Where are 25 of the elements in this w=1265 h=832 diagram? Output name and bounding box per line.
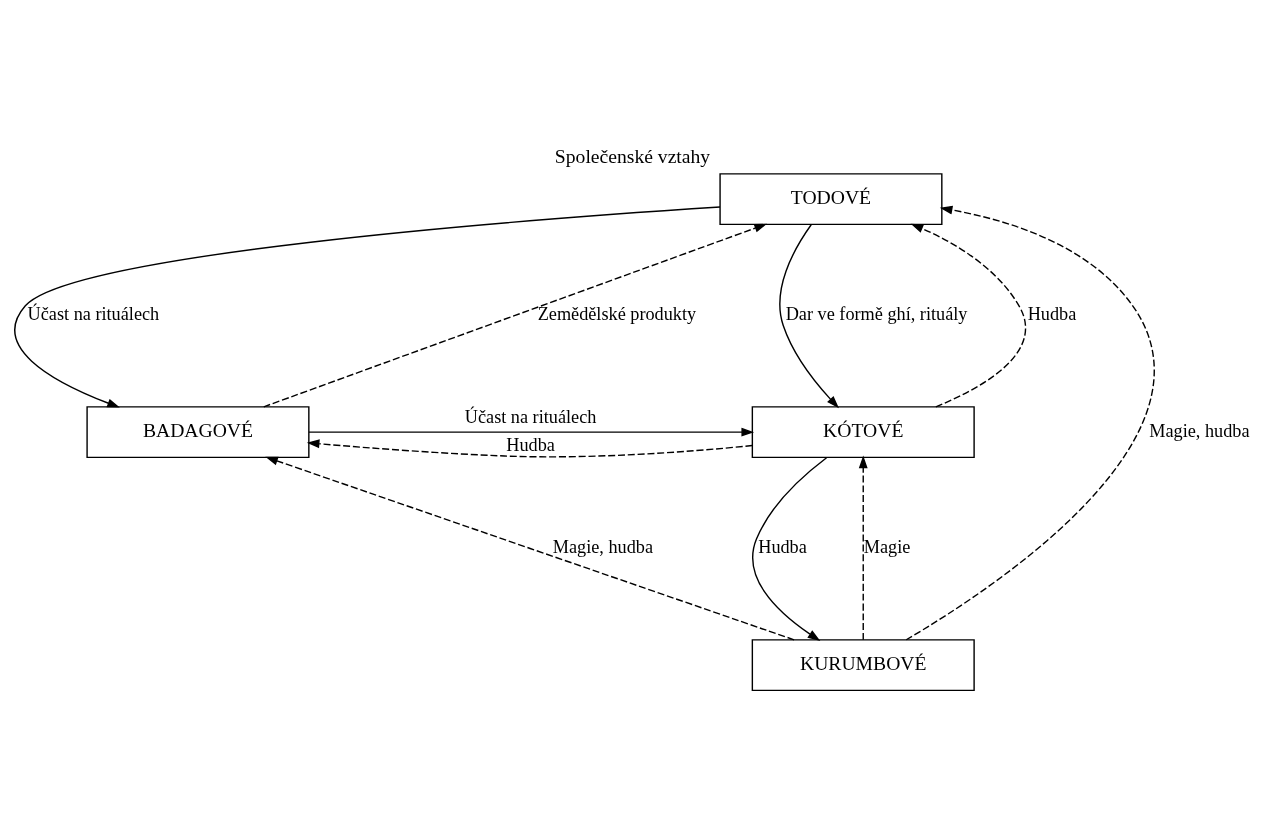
edge-label: Hudba [1027, 304, 1077, 325]
arrow [858, 455, 868, 641]
arrow [14, 206, 721, 408]
edge-label: Účast na rituálech [27, 304, 160, 325]
edge-label: Hudba [506, 434, 555, 455]
arrow [265, 456, 795, 641]
arrow [752, 457, 828, 641]
node-box: BADAGOVÉ [86, 406, 310, 459]
edge-label: Hudba [758, 537, 807, 558]
arrow [910, 223, 1027, 408]
edge-label: Zemědělské produkty [537, 304, 697, 325]
arrow [308, 427, 755, 437]
diagram-title: Společenské vztahy [554, 144, 711, 167]
edge-label: Magie, hudba [552, 537, 654, 558]
edge-label: Magie, hudba [1149, 420, 1250, 441]
arrow [905, 205, 1155, 641]
arrow [779, 224, 839, 409]
arrow [263, 223, 767, 408]
edge-label: Dar ve formě ghí, rituály [785, 304, 968, 325]
edge-label: Magie [863, 537, 911, 558]
arrow [306, 439, 753, 458]
node-box: KURUMBOVÉ [751, 639, 975, 692]
edge-label: Účast na rituálech [464, 406, 597, 427]
node-box: TODOVÉ [719, 173, 943, 226]
node-box: KÓTOVÉ [751, 406, 975, 459]
